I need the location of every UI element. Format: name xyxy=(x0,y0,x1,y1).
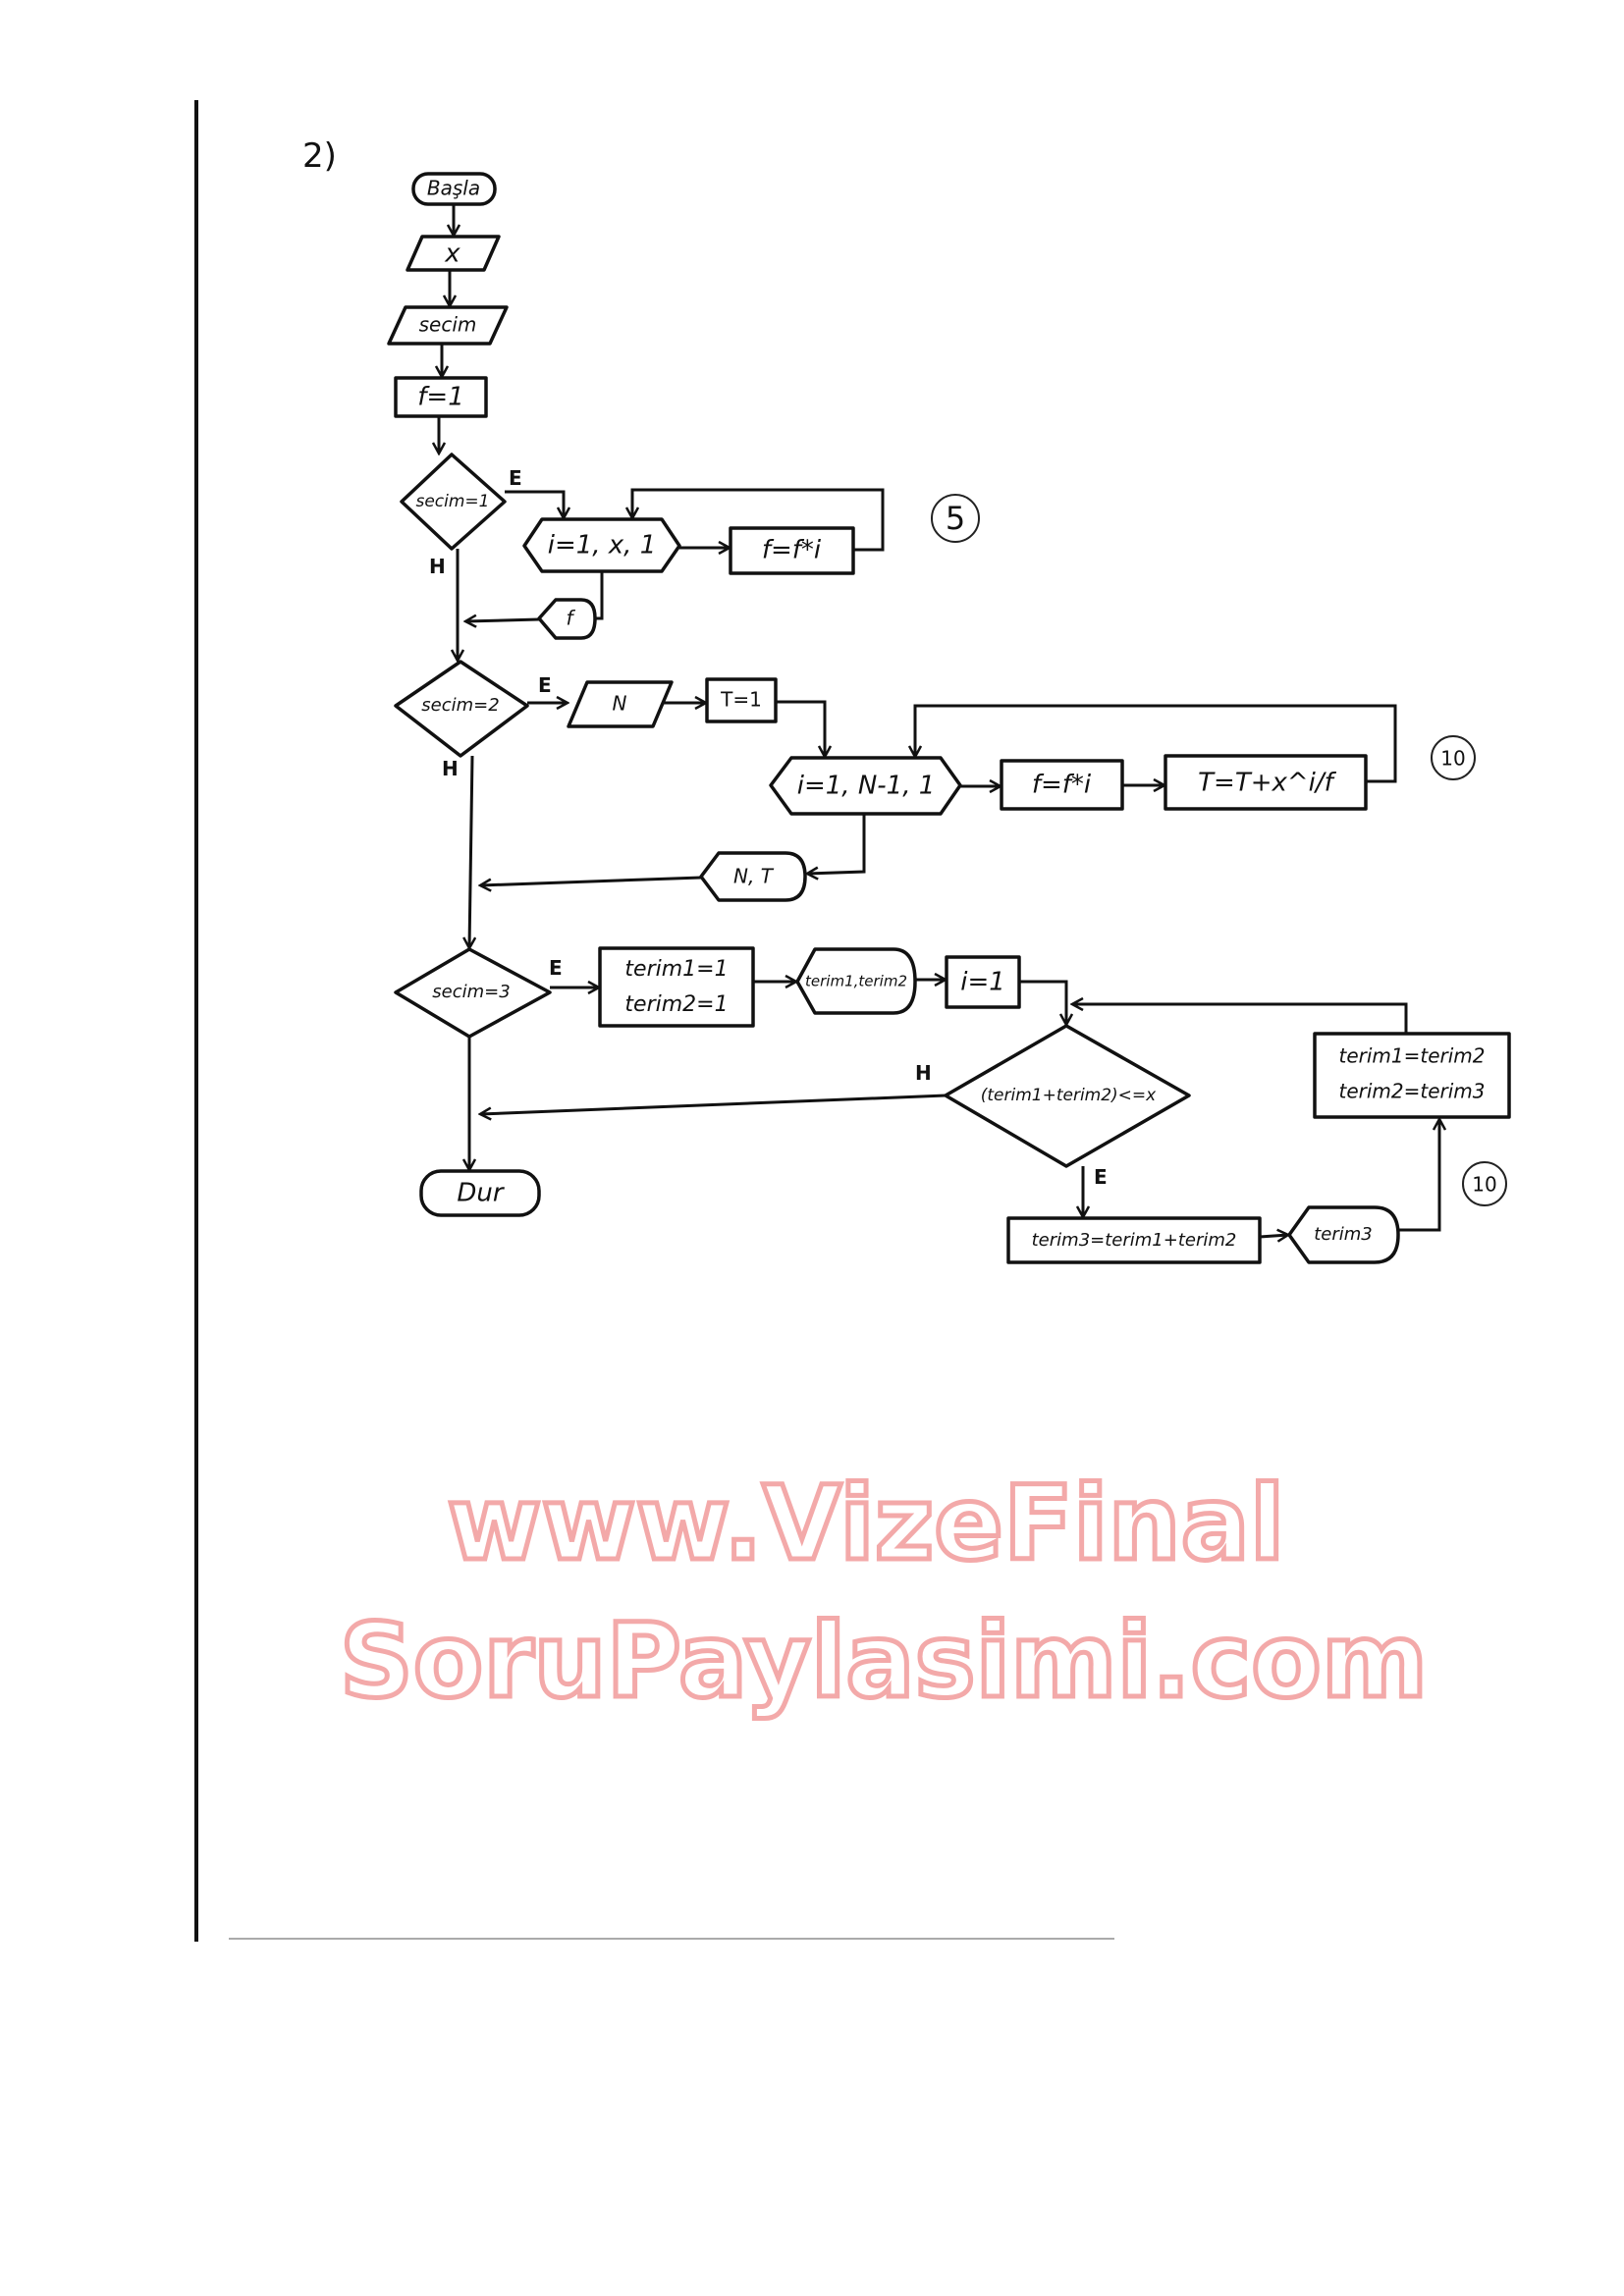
calc-f-label: f=f*i xyxy=(762,536,822,565)
decision-secim-2 xyxy=(394,660,529,758)
main-flow-arrow xyxy=(469,755,472,948)
output-n-t xyxy=(699,851,807,902)
output-n-t-label: N, T xyxy=(733,865,775,888)
arrow xyxy=(465,619,540,621)
loop-back-arrow xyxy=(1072,1004,1408,1034)
decision-secim-1 xyxy=(400,453,507,551)
shift-terms-line-1: terim1=terim2 xyxy=(1338,1044,1485,1068)
output-terim3 xyxy=(1287,1205,1400,1264)
connector xyxy=(595,571,604,620)
loop-back-arrow xyxy=(915,704,1397,783)
loop-1-box xyxy=(522,517,681,573)
calc-terim3-box xyxy=(1006,1216,1262,1264)
start-label: Başla xyxy=(427,177,480,200)
output-terim3-label: terim3 xyxy=(1314,1224,1373,1245)
output-terms xyxy=(795,947,917,1015)
init-i-label: i=1 xyxy=(960,968,1005,997)
no-label: H xyxy=(915,1061,932,1085)
end-terminal xyxy=(419,1169,541,1217)
score-circle xyxy=(1462,1161,1507,1206)
decision-secim-3-label: secim=3 xyxy=(432,982,510,1002)
question-number: 2) xyxy=(302,136,337,176)
no-label: H xyxy=(429,555,446,578)
score-10: 10 xyxy=(1440,747,1465,771)
output-f xyxy=(537,598,597,640)
input-x xyxy=(406,235,501,272)
arrow xyxy=(1398,1119,1439,1232)
init-f-box xyxy=(394,376,488,418)
score-circle xyxy=(1431,735,1476,780)
calc-terim3-label: terim3=terim1+terim2 xyxy=(1032,1230,1237,1251)
init-f-label: f=1 xyxy=(417,383,463,412)
decision-secim-2-label: secim=2 xyxy=(421,695,499,716)
output-f-label: f xyxy=(566,607,575,630)
arrow xyxy=(1259,1235,1288,1237)
calc-f-2-label: f=f*i xyxy=(1032,771,1092,800)
input-x-label: x xyxy=(444,240,460,269)
init-t-label: T=1 xyxy=(720,688,762,712)
output-terms-label: terim1,terim2 xyxy=(805,973,907,990)
arrow xyxy=(1019,980,1066,1025)
score-10: 10 xyxy=(1472,1173,1496,1197)
yes-label: E xyxy=(509,466,522,490)
exit-arrow xyxy=(480,1094,947,1114)
yes-label: E xyxy=(549,956,563,980)
arrow xyxy=(807,814,866,874)
watermark-line-2: SoruPaylasimi.com xyxy=(340,1601,1428,1721)
input-secim-label: secim xyxy=(419,313,477,337)
loop-back-arrow xyxy=(632,488,885,552)
loop-2-label: i=1, N-1, 1 xyxy=(797,772,936,801)
init-terms-line-2: terim2=1 xyxy=(624,992,728,1017)
calc-t-label: T=T+x^i/f xyxy=(1198,769,1336,798)
input-secim xyxy=(387,305,509,346)
init-terms-box xyxy=(598,946,755,1028)
arrow xyxy=(776,700,825,757)
decision-secim-1-label: secim=1 xyxy=(415,492,489,511)
score-5: 5 xyxy=(946,500,965,537)
shift-terms-line-2: terim2=terim3 xyxy=(1338,1080,1485,1103)
score-circle xyxy=(931,494,980,543)
input-n xyxy=(567,680,674,728)
no-label: H xyxy=(442,757,459,780)
arrow xyxy=(480,876,702,885)
input-n-label: N xyxy=(613,692,627,716)
init-terms-line-1: terim1=1 xyxy=(624,957,728,982)
yes-label: E xyxy=(538,673,552,697)
shift-terms-box xyxy=(1313,1032,1511,1119)
decision-loop-condition-label: (terim1+terim2)<=x xyxy=(981,1086,1157,1105)
watermark: www.VizeFinal SoruPaylasimi.com xyxy=(340,1464,1428,1721)
decision-loop-condition xyxy=(944,1024,1191,1168)
watermark-line-1: www.VizeFinal xyxy=(447,1464,1284,1583)
loop-1-label: i=1, x, 1 xyxy=(548,531,657,561)
yes-label: E xyxy=(1094,1165,1108,1189)
end-label: Dur xyxy=(457,1179,505,1208)
arrow xyxy=(505,490,564,518)
